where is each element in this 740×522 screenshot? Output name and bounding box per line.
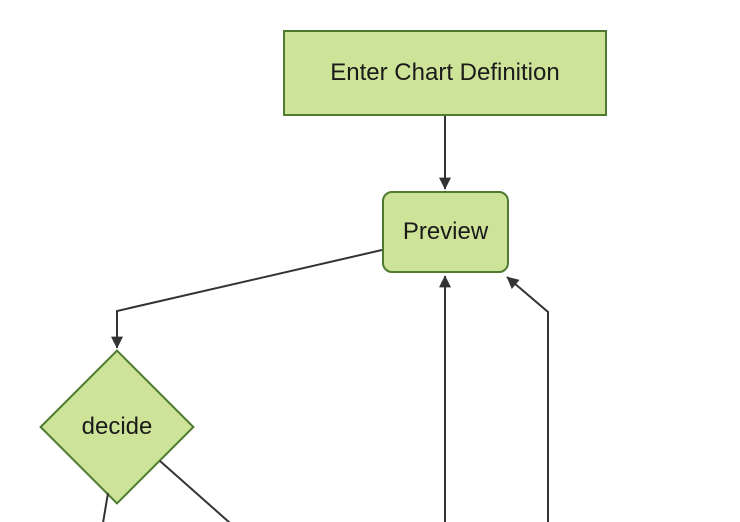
edge-preview-to-decide	[111, 249, 383, 349]
node-enter-chart-definition-label: Enter Chart Definition	[330, 59, 560, 86]
node-preview-label: Preview	[402, 218, 489, 245]
node-decide-label: decide	[81, 413, 153, 440]
node-enter-chart-definition: Enter Chart Definition	[283, 30, 607, 116]
node-preview: Preview	[382, 191, 509, 273]
edge-decide-to-offscreen-right	[159, 460, 231, 522]
edge-offscreen-to-preview-corner	[506, 276, 549, 522]
edge-decide-to-offscreen-left	[102, 492, 109, 522]
